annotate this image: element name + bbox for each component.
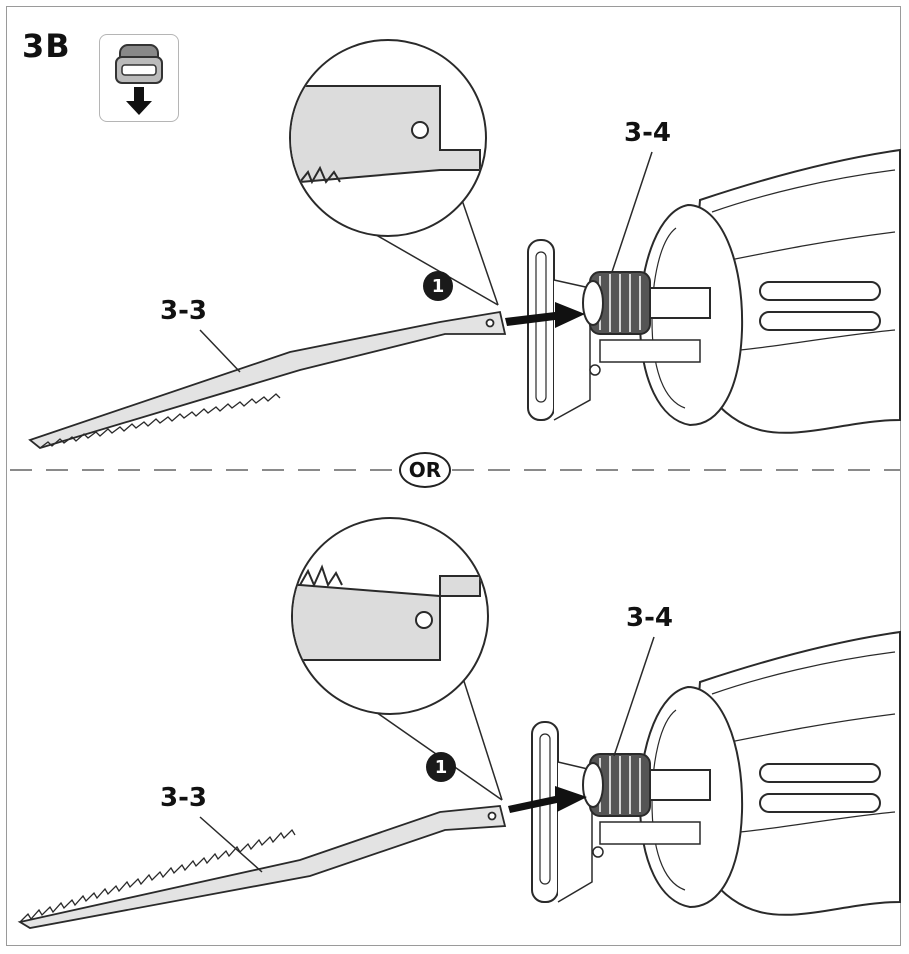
top-panel-illustration (28, 39, 901, 449)
saw-body-bottom (531, 630, 901, 916)
step-number-badge: 1 (423, 271, 453, 301)
magnifier-top (289, 39, 499, 306)
callout-label-blade: 3-3 (160, 296, 207, 326)
lock-release-down-icon (99, 34, 179, 122)
blade-top (28, 310, 507, 449)
callout-label-chuck: 3-4 (624, 118, 671, 148)
bottom-panel-illustration (17, 517, 901, 929)
callout-label-chuck: 3-4 (626, 603, 673, 633)
or-separator-badge: OR (399, 452, 451, 488)
arrow-right-icon (505, 302, 585, 328)
callout-label-blade: 3-3 (160, 783, 207, 813)
step-number-badge: 1 (426, 752, 456, 782)
saw-body-top (527, 148, 901, 434)
figure-id: 3B (22, 27, 71, 65)
magnifier-bottom (291, 517, 503, 801)
arrow-right-icon (508, 786, 587, 813)
blade-bottom (17, 805, 507, 929)
